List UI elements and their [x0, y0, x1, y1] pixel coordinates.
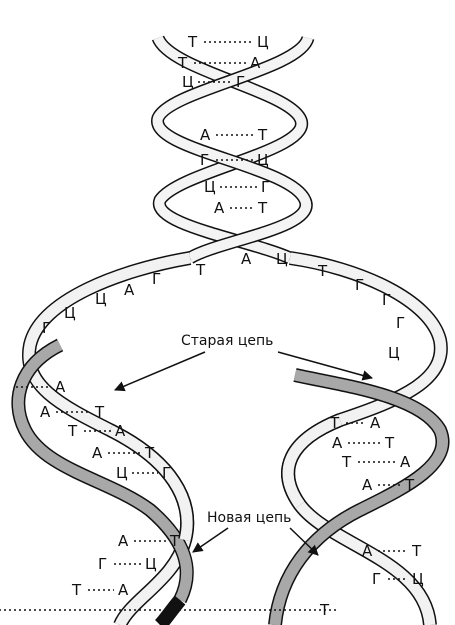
- new-strand-callout: Новая цепь: [193, 510, 318, 555]
- base-left: Т: [341, 453, 352, 471]
- base-right: Т: [144, 444, 155, 462]
- base-right: Т: [257, 126, 268, 144]
- base-left: Г: [200, 151, 209, 169]
- fork-base: Г: [42, 319, 51, 337]
- base-right: Т: [384, 434, 395, 452]
- base-right: Т: [257, 199, 268, 217]
- base-right: Т: [411, 542, 422, 560]
- base-left: Ц: [116, 464, 128, 482]
- base-left: А: [92, 444, 103, 462]
- base-left: Т: [329, 414, 340, 432]
- base-right: А: [250, 54, 261, 72]
- base-left: Т: [71, 581, 82, 599]
- fork-base: А: [241, 250, 252, 268]
- fork-base: Т: [317, 262, 328, 280]
- base-left: А: [362, 476, 373, 494]
- base-right: Т: [169, 532, 180, 550]
- base-right: Ц: [412, 570, 424, 588]
- base-right: А: [118, 581, 129, 599]
- fork-base: Г: [355, 276, 364, 294]
- fork-base: Ц: [95, 290, 107, 308]
- base-right: Т: [94, 403, 105, 421]
- new-strand-arrow-left: [193, 528, 228, 552]
- base-left: А: [214, 199, 225, 217]
- fork-base: Г: [152, 270, 161, 288]
- fork-base: Ц: [388, 344, 400, 362]
- new-strand-label: Новая цепь: [207, 510, 291, 526]
- fork-base: Ц: [276, 250, 288, 268]
- base-left: Т: [67, 422, 78, 440]
- base-left: А: [362, 542, 373, 560]
- base-right: Ц: [257, 33, 269, 51]
- base-right: А: [370, 414, 381, 432]
- base-right: А: [400, 453, 411, 471]
- old-strand-label: Старая цепь: [181, 333, 273, 349]
- base-left: Г: [98, 555, 107, 573]
- base-left: Т: [187, 33, 198, 51]
- base-right: Ц: [145, 555, 157, 573]
- base-left: А: [118, 532, 129, 550]
- base-left: Г: [372, 570, 381, 588]
- base-left: Ц: [204, 178, 216, 196]
- base-right: А: [115, 422, 126, 440]
- fork-base: Г: [396, 314, 405, 332]
- base-left: А: [200, 126, 211, 144]
- base-right: Г: [162, 464, 171, 482]
- fork-base: Г: [382, 291, 391, 309]
- old-strand-arrow-left: [115, 352, 205, 390]
- fork-base: Т: [195, 261, 206, 279]
- base-left: А: [40, 403, 51, 421]
- base-left: А: [332, 434, 343, 452]
- base-right: Ц: [257, 151, 269, 169]
- base-right: Г: [261, 178, 270, 196]
- base-right: Г: [236, 73, 245, 91]
- fork-base: Ц: [64, 304, 76, 322]
- base-right: А: [55, 378, 66, 396]
- base-left: Т: [177, 54, 188, 72]
- base-right: Т: [404, 476, 415, 494]
- base-left: Ц: [182, 73, 194, 91]
- fork-base: А: [124, 281, 135, 299]
